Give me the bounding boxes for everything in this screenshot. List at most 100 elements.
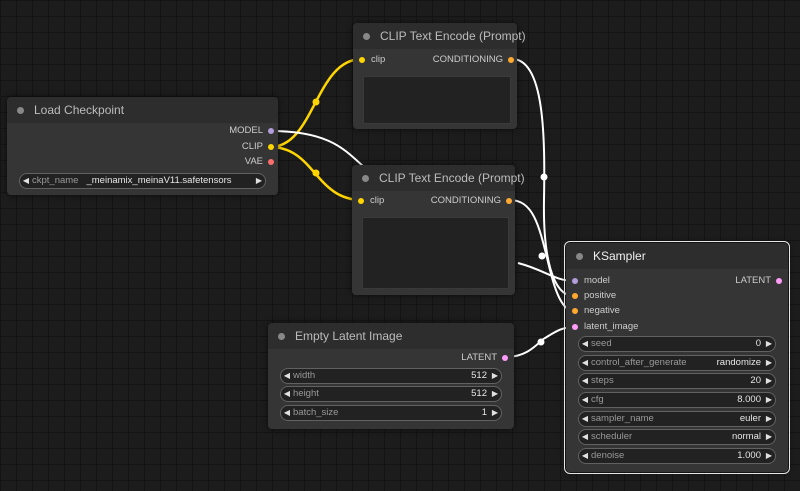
slot-dot[interactable] (572, 308, 578, 314)
collapse-dot-icon[interactable] (363, 32, 370, 40)
arrow-right-icon[interactable]: ▶ (765, 395, 773, 404)
slot-dot[interactable] (359, 57, 365, 63)
width-number-widget[interactable]: ◀ width 512 ▶ (280, 368, 502, 384)
input-slot-clip[interactable]: clip (359, 54, 385, 66)
collapse-dot-icon[interactable] (278, 332, 285, 340)
slot-dot[interactable] (776, 278, 782, 284)
slot-label: latent_image (584, 321, 639, 332)
output-slot-latent[interactable]: LATENT (461, 352, 508, 364)
seed-number-widget[interactable]: ◀ seed 0 ▶ (578, 336, 776, 352)
input-slot-positive[interactable]: positive (572, 290, 616, 302)
slot-dot[interactable] (502, 355, 508, 361)
arrow-right-icon[interactable]: ▶ (765, 414, 773, 423)
slot-dot[interactable] (268, 144, 274, 150)
clip-text-encode-node-1[interactable]: CLIP Text Encode (Prompt) clip CONDITION… (353, 23, 526, 129)
ckpt-name-combo[interactable]: ◀ ckpt_name _meinamix_meinaV11.safetenso… (19, 173, 266, 189)
arrow-right-icon[interactable]: ▶ (765, 451, 773, 460)
slot-label: CLIP (241, 141, 263, 152)
collapse-dot-icon[interactable] (362, 174, 369, 182)
arrow-left-icon[interactable]: ◀ (581, 358, 589, 367)
output-slot-vae[interactable]: VAE (245, 156, 274, 168)
control-after-generate-combo[interactable]: ◀ control_after_generate randomize ▶ (578, 355, 776, 371)
slot-dot[interactable] (268, 128, 274, 134)
slot-label: CONDITIONING (430, 195, 501, 206)
prompt-textarea[interactable] (362, 217, 509, 289)
arrow-right-icon[interactable]: ▶ (491, 408, 499, 417)
link-latent-to-ksampler[interactable] (505, 326, 575, 358)
arrow-left-icon[interactable]: ◀ (283, 408, 291, 417)
arrow-left-icon[interactable]: ◀ (581, 339, 589, 348)
input-slot-clip[interactable]: clip (358, 195, 384, 207)
output-slot-latent[interactable]: LATENT (735, 275, 782, 287)
load-checkpoint-node[interactable]: Load Checkpoint MODEL CLIP VAE ◀ ckpt_na… (7, 97, 278, 195)
link-midpoint-dot[interactable] (537, 338, 545, 346)
output-slot-conditioning[interactable]: CONDITIONING (433, 54, 514, 66)
slot-dot[interactable] (572, 278, 578, 284)
node-header[interactable]: KSampler (566, 243, 788, 269)
input-slot-latent-image[interactable]: latent_image (572, 321, 638, 333)
arrow-right-icon[interactable]: ▶ (255, 176, 263, 185)
cfg-number-widget[interactable]: ◀ cfg 8.000 ▶ (578, 392, 776, 408)
link-midpoint-dot[interactable] (312, 98, 320, 106)
slot-label: clip (371, 54, 386, 65)
empty-latent-image-node[interactable]: Empty Latent Image LATENT ◀ width 512 ▶ … (268, 323, 514, 429)
slot-label: LATENT (461, 352, 497, 363)
slot-dot[interactable] (572, 293, 578, 299)
sampler-name-combo[interactable]: ◀ sampler_name euler ▶ (578, 411, 776, 427)
collapse-dot-icon[interactable] (576, 252, 583, 260)
link-negative-to-ksampler[interactable] (509, 199, 575, 312)
widget-value: 512 (471, 370, 487, 381)
node-header[interactable]: Load Checkpoint (7, 97, 278, 123)
arrow-left-icon[interactable]: ◀ (22, 176, 30, 185)
arrow-right-icon[interactable]: ▶ (765, 376, 773, 385)
widget-value: 8.000 (737, 394, 761, 405)
arrow-left-icon[interactable]: ◀ (581, 414, 589, 423)
node-header[interactable]: CLIP Text Encode (Prompt) (353, 23, 526, 49)
arrow-right-icon[interactable]: ▶ (491, 389, 499, 398)
height-number-widget[interactable]: ◀ height 512 ▶ (280, 386, 502, 402)
denoise-number-widget[interactable]: ◀ denoise 1.000 ▶ (578, 448, 776, 464)
output-slot-clip[interactable]: CLIP (242, 141, 274, 153)
arrow-left-icon[interactable]: ◀ (581, 376, 589, 385)
arrow-left-icon[interactable]: ◀ (283, 371, 291, 380)
slot-dot[interactable] (268, 159, 274, 165)
link-clip-to-prompt-1[interactable] (269, 57, 363, 149)
arrow-left-icon[interactable]: ◀ (581, 395, 589, 404)
link-clip-to-prompt-2[interactable] (269, 145, 363, 202)
node-header[interactable]: CLIP Text Encode (Prompt) (352, 165, 525, 191)
widget-label: cfg (591, 394, 604, 405)
batch-size-number-widget[interactable]: ◀ batch_size 1 ▶ (280, 405, 502, 421)
prompt-textarea[interactable] (363, 76, 511, 124)
widget-value: 1.000 (737, 450, 761, 461)
arrow-left-icon[interactable]: ◀ (283, 389, 291, 398)
arrow-left-icon[interactable]: ◀ (581, 451, 589, 460)
arrow-right-icon[interactable]: ▶ (765, 358, 773, 367)
slot-dot[interactable] (358, 198, 364, 204)
widget-label: denoise (591, 450, 625, 461)
node-header[interactable]: Empty Latent Image (268, 323, 514, 349)
input-slot-model[interactable]: model (572, 275, 610, 287)
widget-value: normal (731, 431, 761, 442)
link-midpoint-dot[interactable] (540, 173, 548, 181)
slot-dot[interactable] (572, 324, 578, 330)
clip-text-encode-node-2[interactable]: CLIP Text Encode (Prompt) clip CONDITION… (352, 165, 525, 295)
output-slot-model[interactable]: MODEL (229, 125, 274, 137)
ksampler-node[interactable]: KSampler model LATENT positive negative … (564, 241, 790, 474)
widget-label: steps (591, 375, 614, 386)
scheduler-combo[interactable]: ◀ scheduler normal ▶ (578, 429, 776, 445)
link-model-to-ksampler[interactable] (269, 130, 366, 169)
widget-label: seed (591, 338, 612, 349)
slot-dot[interactable] (506, 198, 512, 204)
output-slot-conditioning[interactable]: CONDITIONING (431, 195, 512, 207)
arrow-right-icon[interactable]: ▶ (765, 339, 773, 348)
input-slot-negative[interactable]: negative (572, 305, 620, 317)
link-midpoint-dot[interactable] (312, 169, 320, 177)
arrow-right-icon[interactable]: ▶ (491, 371, 499, 380)
slot-label: clip (370, 195, 385, 206)
arrow-left-icon[interactable]: ◀ (581, 432, 589, 441)
arrow-right-icon[interactable]: ▶ (765, 432, 773, 441)
link-midpoint-dot[interactable] (538, 252, 546, 260)
slot-dot[interactable] (508, 57, 514, 63)
collapse-dot-icon[interactable] (17, 106, 24, 114)
steps-number-widget[interactable]: ◀ steps 20 ▶ (578, 373, 776, 389)
